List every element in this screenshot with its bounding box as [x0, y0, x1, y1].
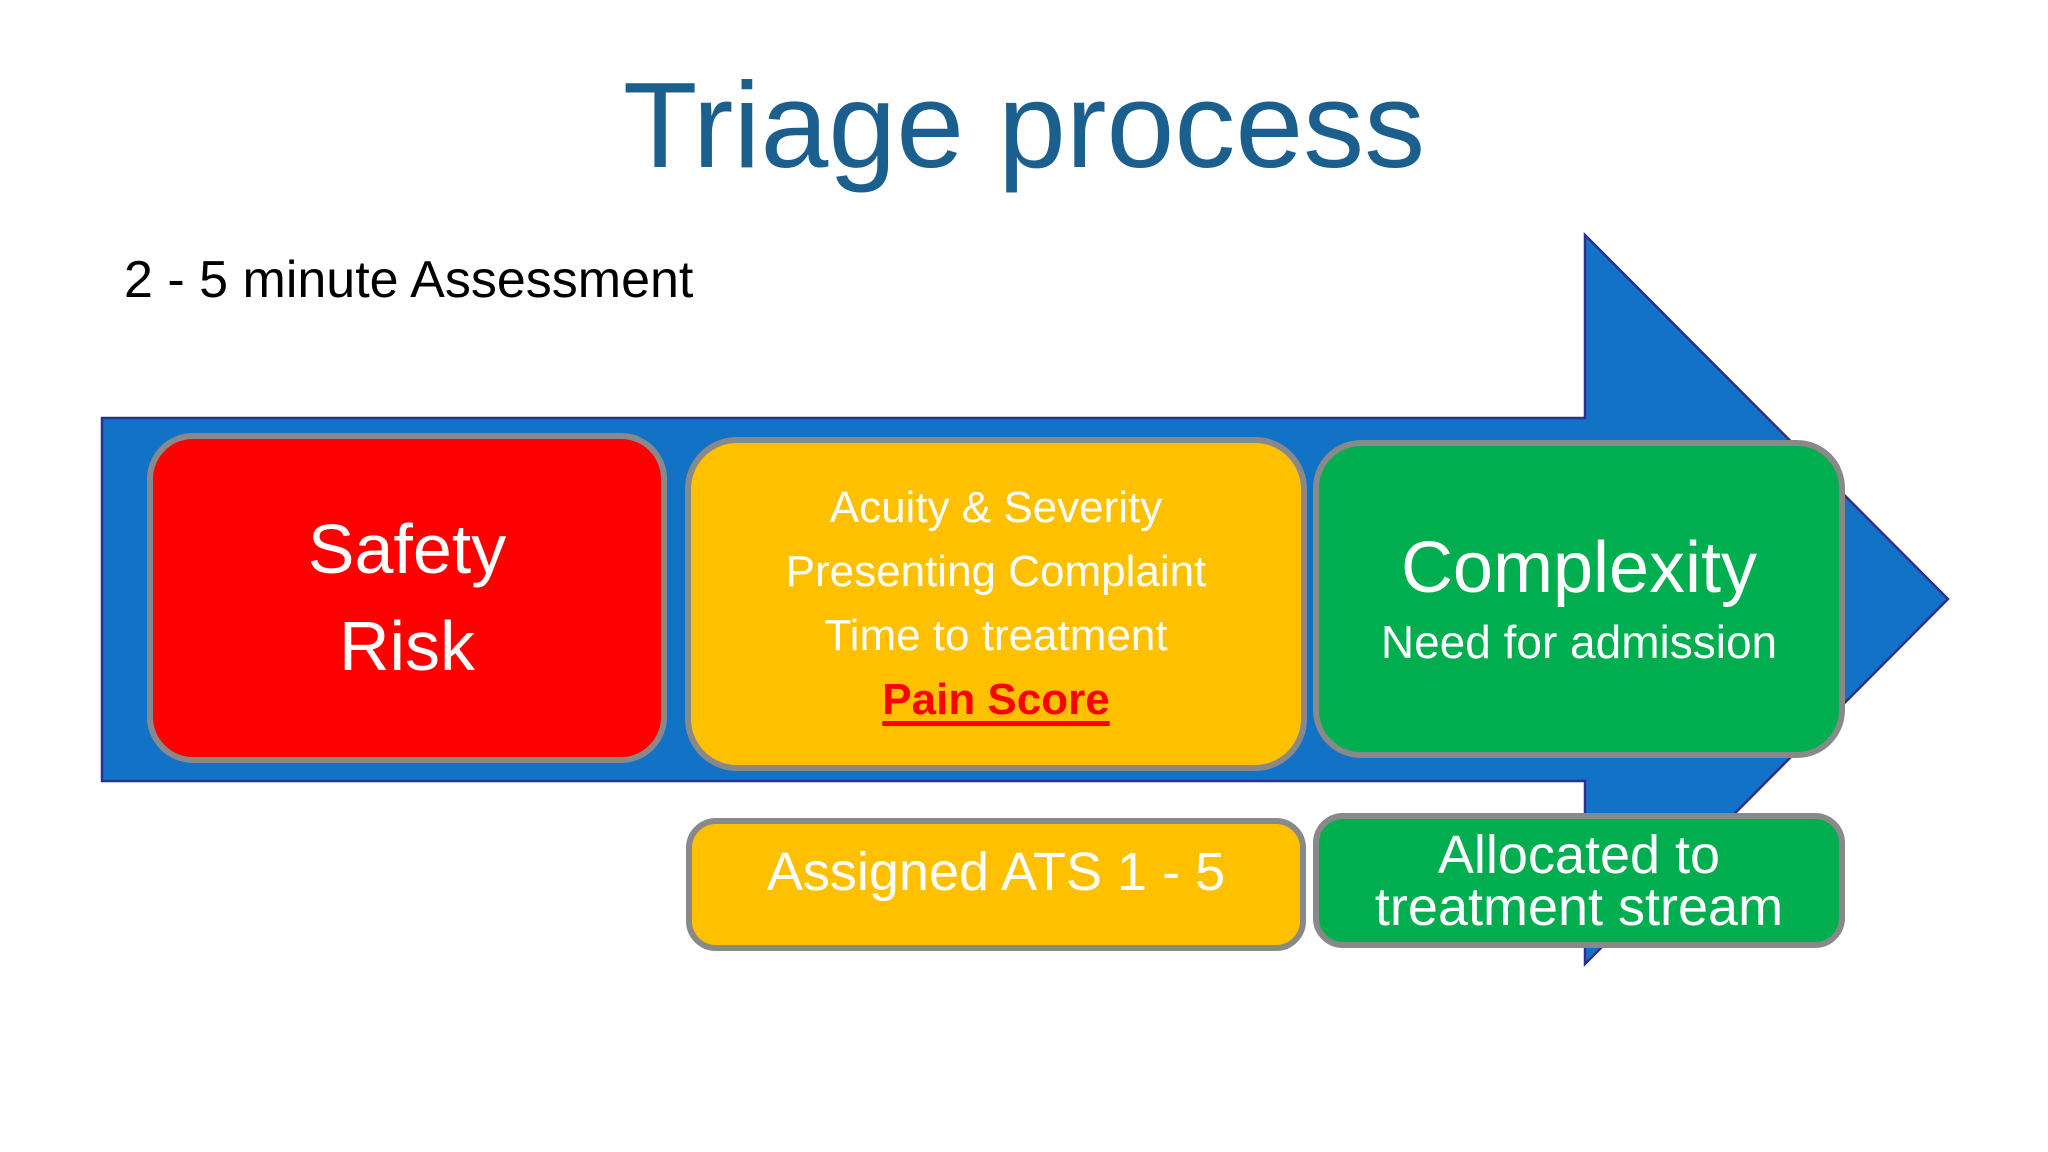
pain-score-text: Pain Score [882, 675, 1110, 724]
assessment-duration-note: 2 - 5 minute Assessment [124, 251, 694, 309]
acuity-severity-box: Acuity & Severity Presenting Complaint T… [685, 437, 1307, 771]
safety-risk-box: Safety Risk [147, 433, 667, 763]
need-for-admission-line: Need for admission [1380, 616, 1778, 668]
complexity-title: Complexity [1400, 528, 1758, 608]
allocated-stream-box: Allocated to treatment stream [1313, 813, 1845, 948]
assigned-ats-label: Assigned ATS 1 - 5 [766, 841, 1226, 902]
assigned-ats-box: Assigned ATS 1 - 5 [686, 818, 1306, 951]
page-title: Triage process [622, 57, 1426, 193]
safety-line: Safety [307, 510, 507, 588]
time-to-treatment-line: Time to treatment [824, 611, 1168, 660]
allocated-line: Allocated to [1437, 824, 1721, 885]
complexity-box: Complexity Need for admission [1313, 440, 1845, 758]
treatment-stream-line: treatment stream [1374, 876, 1784, 937]
presenting-complaint-line: Presenting Complaint [785, 547, 1207, 596]
risk-line: Risk [338, 607, 476, 685]
acuity-severity-line: Acuity & Severity [829, 483, 1163, 532]
